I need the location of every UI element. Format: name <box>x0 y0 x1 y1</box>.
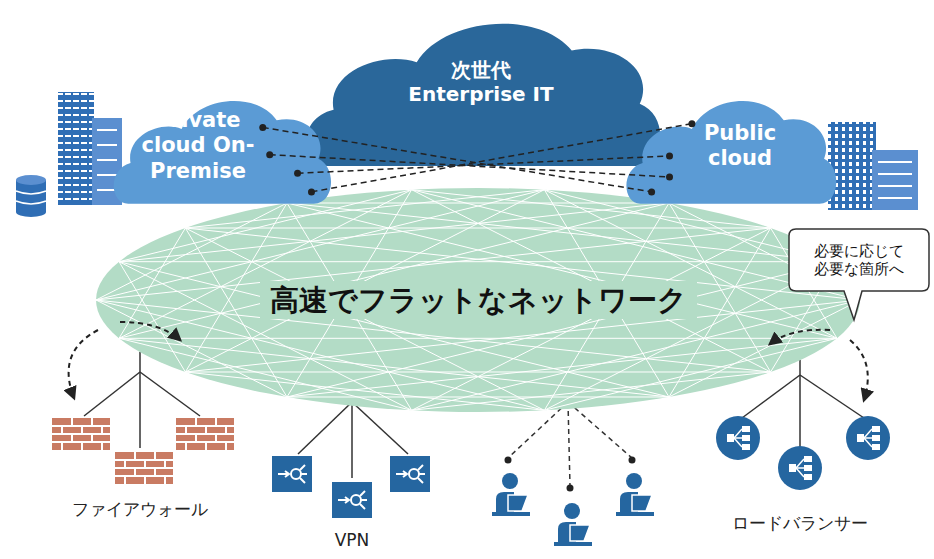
device-label: ロードバランサー <box>732 512 868 535</box>
node-text: Private cloud On-Premise <box>123 108 273 184</box>
node-text: 次世代 Enterprise IT <box>391 58 571 106</box>
network-ellipse: 高速でフラットなネットワーク <box>96 188 860 412</box>
cloud-node: Private cloud On-Premise <box>105 84 337 208</box>
node-text: 高速でフラットなネットワーク <box>260 281 697 320</box>
node-text: Public cloud <box>688 121 792 171</box>
node-text: 必要に応じて 必要な箇所へ <box>810 242 908 278</box>
device-label: ファイアウォール <box>72 498 208 521</box>
cloud-node: 次世代 Enterprise IT <box>292 0 670 172</box>
device-label: VPN <box>335 530 370 550</box>
callout-bubble: 必要に応じて 必要な箇所へ <box>788 228 930 292</box>
